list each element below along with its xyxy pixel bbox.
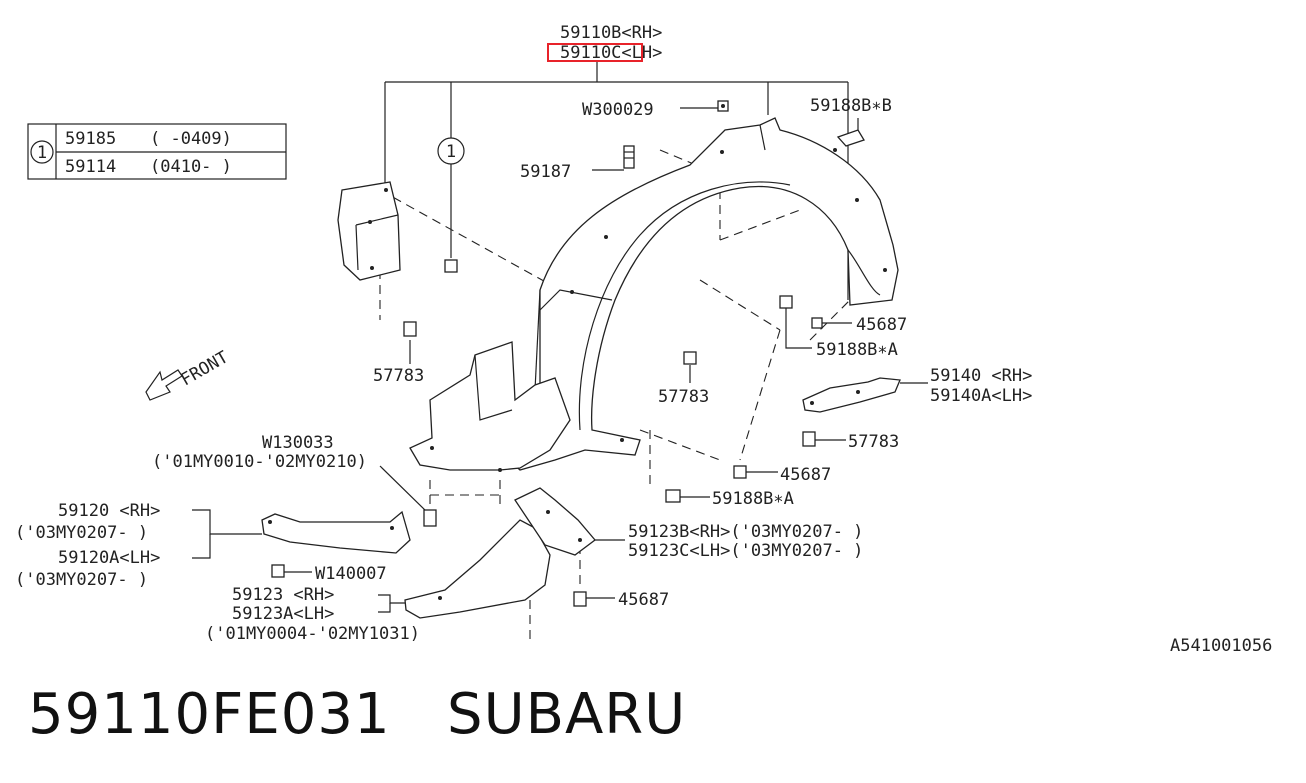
bracket-59123	[404, 487, 596, 619]
clip-45687-right	[811, 317, 823, 329]
part-caption: 59110FE031 SUBARU	[28, 682, 686, 747]
legend-row-2-range: (0410- )	[150, 157, 232, 177]
label-59123a-lh: 59123A<LH>	[232, 604, 334, 624]
clip-45687-mid	[733, 465, 747, 479]
label-59188b-b: 59188B∗B	[810, 96, 892, 116]
legend-table: 1 59185 ( -0409) 59114 (0410- )	[27, 123, 287, 180]
label-59188b-a-right: 59188B∗A	[816, 340, 898, 360]
clip-w300029	[717, 100, 729, 112]
clip-59188ba-lower	[665, 489, 681, 503]
label-59110c-lh: 59110C<LH>	[560, 43, 662, 63]
clip-57783-left	[403, 321, 417, 337]
clip-w130033	[423, 509, 437, 527]
legend-ref-number: 1	[37, 143, 47, 163]
diagram-reference-code: A541001056	[1170, 636, 1273, 656]
clip-59188bb	[836, 129, 865, 147]
ref-circle-upper: 1	[437, 137, 465, 165]
label-w130033-range: ('01MY0010-'02MY0210)	[152, 452, 367, 472]
clip-59188ba-right	[779, 295, 793, 309]
legend-row-2-part: 59114	[65, 157, 116, 177]
callout-labels: 59110B<RH> 59110C<LH> W300029 59187 5918…	[15, 23, 1032, 644]
bracket-59140	[802, 377, 901, 413]
clip-57783-right	[802, 431, 816, 447]
selected-part-highlight	[547, 43, 643, 62]
label-57783-left: 57783	[373, 366, 424, 386]
front-arrow: FRONT	[145, 347, 232, 401]
clip-57783-mid	[683, 351, 697, 365]
label-59120a-lh: 59120A<LH>	[58, 548, 160, 568]
label-59140-rh: 59140 <RH>	[930, 366, 1032, 386]
label-w300029: W300029	[582, 100, 654, 120]
label-59120-rh: 59120 <RH>	[58, 501, 160, 521]
label-59123-range: ('01MY0004-'02MY1031)	[205, 624, 420, 644]
label-57783-right: 57783	[848, 432, 899, 452]
grommet-upper	[444, 259, 458, 273]
label-59187: 59187	[520, 162, 571, 182]
label-59140a-lh: 59140A<LH>	[930, 386, 1032, 406]
bracket-59120	[261, 510, 411, 554]
label-59123b-rh: 59123B<RH>('03MY0207- )	[628, 522, 863, 542]
front-lower-shield	[409, 341, 571, 472]
label-45687-mid: 45687	[780, 465, 831, 485]
clip-45687-low	[573, 591, 587, 607]
label-59123c-lh: 59123C<LH>('03MY0207- )	[628, 541, 863, 561]
legend-row-1-part: 59185	[65, 129, 116, 149]
screw-59187	[623, 145, 635, 169]
clip-w140007	[271, 564, 285, 578]
parts-diagram: 1 FRONT 1 59185 ( -0409) 59114 (0410- ) …	[15, 23, 1032, 645]
label-59120a-lh-range: ('03MY0207- )	[15, 570, 148, 590]
label-57783-mid: 57783	[658, 387, 709, 407]
label-45687-right: 45687	[856, 315, 907, 335]
left-splash-shield	[337, 181, 401, 281]
brand-name: SUBARU	[447, 682, 687, 747]
label-59120-rh-range: ('03MY0207- )	[15, 523, 148, 543]
legend-row-1-range: ( -0409)	[150, 129, 232, 149]
label-59188b-a-lower: 59188B∗A	[712, 489, 794, 509]
label-59110b-rh: 59110B<RH>	[560, 23, 662, 43]
callout-leader-lines	[192, 60, 928, 613]
label-w140007: W140007	[315, 564, 387, 584]
part-number: 59110FE031	[28, 682, 391, 747]
label-45687-low: 45687	[618, 590, 669, 610]
front-label: FRONT	[178, 347, 232, 390]
fasteners	[271, 100, 865, 607]
label-59123-rh: 59123 <RH>	[232, 585, 334, 605]
ref-circle-upper-label: 1	[446, 142, 456, 162]
label-w130033: W130033	[262, 433, 334, 453]
